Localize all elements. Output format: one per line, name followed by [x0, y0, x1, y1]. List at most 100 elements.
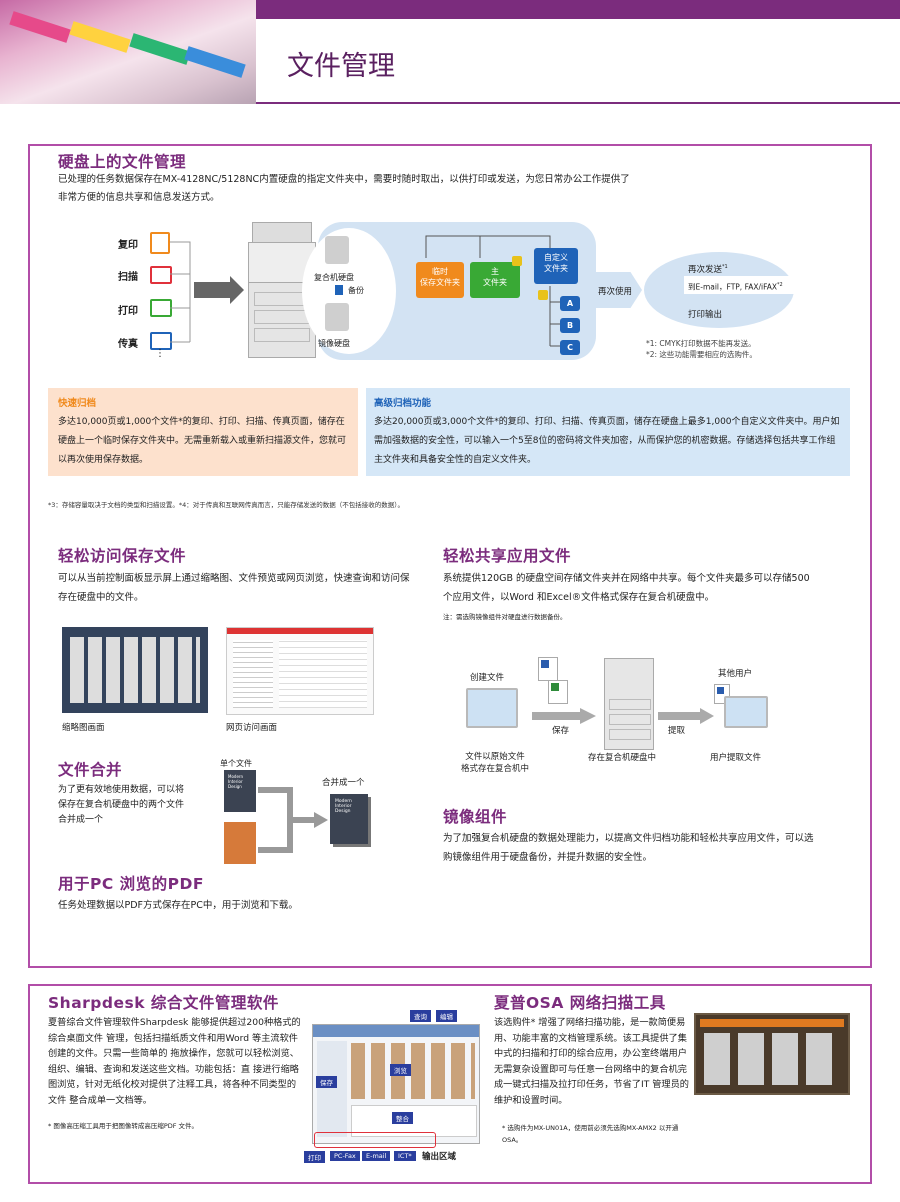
laptop-icon [724, 696, 768, 728]
merged-label: 合并成一个 [322, 778, 365, 788]
excel-doc-icon [548, 680, 568, 704]
backup-label: 备份 [348, 286, 364, 295]
scan-icon [150, 266, 172, 284]
book-cover-2 [224, 822, 256, 864]
input-copy: 复印 [118, 240, 138, 251]
advanced-title: 高级归档功能 [374, 398, 432, 409]
output-area-label: 输出区域 [422, 1152, 457, 1162]
tag-print: 打印 [304, 1151, 325, 1163]
more-inputs: ⋮ [155, 348, 165, 359]
mirror-disk-icon [325, 303, 349, 331]
merge-text: 为了更有效地使用数据，可以将保存在复合机硬盘中的两个文件合并成一个 [58, 785, 185, 825]
sharpdesk-text: 夏普综合文件管理软件Sharpdesk 能够提供超过200种格式的综合桌面文件 … [48, 1017, 301, 1106]
cap-left: 文件以原始文件 格式存在复合机中 [460, 752, 529, 774]
send-targets: 到E-mail，FTP, FAX/iFAX [688, 282, 777, 292]
tag-edit: 编辑 [436, 1010, 457, 1022]
merge-arrows [258, 787, 328, 853]
footnote: *3：存储容量取决于文档的类型和扫描设置。*4：对于传真和互联网传真而言，只能存… [48, 501, 405, 509]
hdd-circle [302, 228, 396, 354]
save-label: 保存 [552, 726, 570, 736]
hdd-label: 复合机硬盘 [314, 273, 354, 282]
send-sup: *2 [776, 282, 783, 288]
advanced-text: 多达20,000页或3,000个文件*的复印、打印、扫描、传真页面，储存在硬盘上… [374, 417, 840, 465]
share-note: 注：需选购镜像组件对硬盘进行数据备份。 [443, 613, 567, 621]
subfolder-b: B [560, 318, 580, 333]
pdf-text: 任务处理数据以PDF方式保存在PC中，用于浏览和下载。 [58, 900, 298, 911]
reuse-arrow [596, 272, 642, 308]
note-1: *1: CMYK打印数据不能再发送。 [646, 339, 756, 348]
mirror-label: 镜像硬盘 [318, 339, 350, 348]
pc-icon [466, 688, 518, 728]
merged-book: Modern Interior Design [330, 794, 368, 844]
single-file-label: 单个文件 [220, 759, 252, 768]
share-mfp-image [604, 658, 654, 750]
folder-main: 主 文件夹 [470, 262, 520, 298]
tag-ict: ICT* [394, 1151, 416, 1161]
copy-icon [150, 232, 170, 254]
print-out-label: 打印输出 [688, 310, 723, 320]
tag-browse: 浏览 [390, 1064, 411, 1076]
tag-email: E-mail [362, 1151, 391, 1161]
book-cover-1: Modern Interior Design [224, 770, 256, 812]
access-text: 可以从当前控制面板显示屏上通过缩略图、文件预览或网页浏览，快速查询和访问保存在硬… [58, 573, 410, 603]
header-underline [256, 102, 900, 104]
backup-arrow-icon [335, 285, 343, 295]
reuse-label: 再次使用 [598, 287, 633, 297]
share-title: 轻松共享应用文件 [443, 547, 572, 565]
thumbnail-caption: 缩略图画面 [62, 723, 105, 733]
page-title: 文件管理 [287, 51, 395, 82]
web-caption: 网页访问画面 [226, 723, 278, 733]
bottom-panel [28, 984, 872, 1184]
cap-mid: 存在复合机硬盘中 [588, 753, 657, 763]
resend-text: 再次发送 [688, 265, 723, 275]
osa-note: * 选购件为MX-UN01A，使用前必须先选购MX-AMX2 以开通OSA。 [502, 1124, 679, 1144]
main-panel [28, 144, 872, 968]
cap-right: 用户提取文件 [710, 753, 762, 763]
input-fax: 传真 [118, 339, 138, 350]
lock-icon [512, 256, 522, 266]
resend-label: 再次发送*1 [688, 263, 728, 275]
sharpdesk-note: * 图像高压缩工具用于把图像转成高压缩PDF 文件。 [48, 1122, 199, 1130]
sharpdesk-title: Sharpdesk 综合文件管理软件 [48, 994, 279, 1012]
osa-title: 夏普OSA 网络扫描工具 [494, 994, 666, 1012]
fax-icon [150, 332, 172, 350]
output-area-outline [314, 1132, 436, 1148]
mirror-text: 为了加强复合机硬盘的数据处理能力，以提高文件归档功能和轻松共享应用文件，可以选购… [443, 833, 814, 863]
word-doc-icon [538, 657, 558, 681]
thumbnail-screen-image [62, 627, 208, 713]
header-banner: 文件管理 [0, 0, 900, 104]
share-text: 系统提供120GB 的硬盘空间存储文件夹并在网络中共享。每个文件夹最多可以存储5… [443, 573, 810, 603]
tag-save: 保存 [316, 1076, 337, 1088]
osa-text: 该选购件* 增强了网络扫描功能，是一款简便易用、功能丰富的文档管理系统。该工具提… [494, 1017, 689, 1106]
extract-label: 提取 [668, 726, 686, 736]
input-scan: 扫描 [118, 272, 138, 283]
osa-screen-image [694, 1013, 850, 1095]
access-title: 轻松访问保存文件 [58, 547, 187, 565]
note-2: *2: 这些功能需要相应的选购件。 [646, 350, 757, 359]
pdf-title: 用于PC 浏览的PDF [58, 875, 204, 893]
subfolder-c: C [560, 340, 580, 355]
mirror-title: 镜像组件 [443, 808, 508, 826]
header-top-bar [256, 0, 900, 19]
folder-tree [425, 235, 560, 347]
folder-custom: 自定义 文件夹 [534, 248, 578, 284]
extract-arrow [658, 708, 714, 724]
tag-pcfax: PC-Fax [330, 1151, 360, 1161]
lock-icon-custom [538, 290, 548, 300]
quick-title: 快速归档 [58, 398, 97, 409]
quick-box [48, 388, 358, 476]
folder-temp: 临时 保存文件夹 [416, 262, 464, 298]
tag-merge: 整合 [392, 1112, 413, 1124]
resend-sup: *1 [722, 264, 728, 271]
input-connector [170, 241, 244, 343]
merge-title: 文件合并 [58, 761, 123, 779]
hdd-desc-1: 已处理的任务数据保存在MX-4128NC/5128NC内置硬盘的指定文件夹中，需… [58, 174, 630, 185]
quick-text: 多达10,000页或1,000个文件*的复印、打印、扫描、传真页面，储存在硬盘上… [58, 417, 347, 465]
sharpdesk-screen-image [312, 1024, 480, 1144]
advanced-box [366, 388, 850, 476]
input-print: 打印 [118, 306, 138, 317]
hdd-disk-icon [325, 236, 349, 264]
subfolder-a: A [560, 296, 580, 311]
send-targets-box: 到E-mail，FTP, FAX/iFAX*2 [684, 276, 796, 294]
hdd-desc-2: 非常方便的信息共享和信息发送方式。 [58, 192, 220, 203]
